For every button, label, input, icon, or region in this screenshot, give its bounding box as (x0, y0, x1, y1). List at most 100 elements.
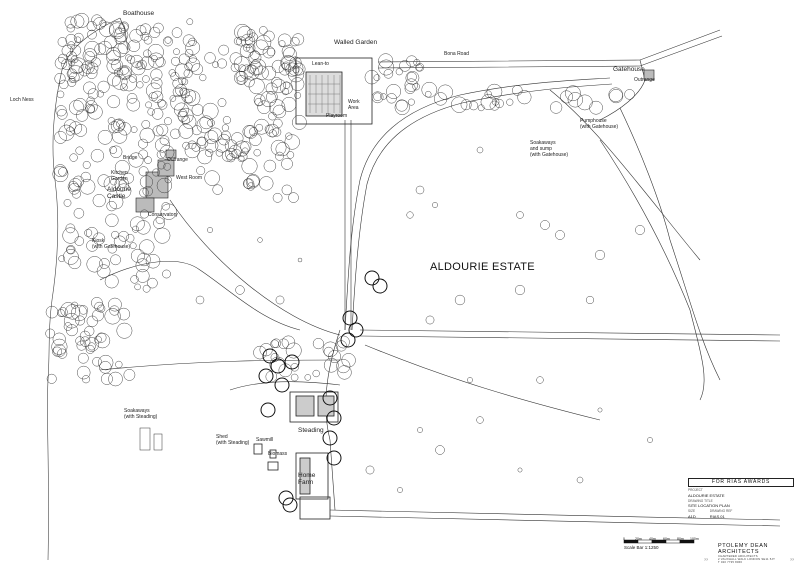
tree-canopy (68, 178, 82, 192)
tree-canopy (108, 297, 122, 312)
tree-canopy (253, 39, 269, 55)
feature-tree (340, 332, 356, 348)
tree-canopy (386, 84, 402, 99)
tree-canopy (292, 115, 307, 130)
tree-canopy (243, 44, 251, 52)
tree-canopy (142, 186, 153, 197)
tree-canopy (118, 179, 127, 188)
tree-canopy (217, 58, 227, 69)
tree-canopy (297, 257, 303, 263)
tree-canopy (250, 50, 260, 60)
tree-canopy (110, 119, 125, 133)
tree-canopy (207, 227, 213, 233)
label-walled-garden: Walled Garden (334, 39, 378, 46)
tree-canopy (66, 245, 76, 255)
label-outrange-castle: Outrange (167, 157, 188, 163)
tree-canopy (281, 184, 293, 196)
tree-canopy (180, 88, 190, 99)
tree-canopy (191, 103, 204, 116)
tree-canopy (145, 101, 152, 109)
tree-canopy (129, 242, 137, 250)
drawing-size: A1D (688, 513, 696, 519)
tree-canopy (435, 445, 445, 455)
tree-canopy (287, 66, 305, 83)
tree-canopy (85, 226, 98, 239)
tree-canopy (204, 52, 216, 64)
tree-canopy (476, 416, 484, 424)
tree-canopy (151, 108, 164, 120)
tree-canopy (82, 160, 91, 169)
tree-canopy (69, 121, 83, 135)
tree-canopy (153, 22, 164, 34)
tree-canopy (249, 133, 262, 146)
tree-canopy (74, 36, 82, 44)
tree-canopy (65, 223, 76, 234)
tree-canopy (184, 90, 201, 106)
tree-canopy (265, 123, 280, 138)
tree-canopy (517, 467, 523, 473)
tree-canopy (239, 44, 254, 58)
tree-canopy (204, 170, 220, 186)
tree-canopy (58, 167, 68, 177)
tree-canopy (84, 40, 101, 57)
tree-canopy (152, 125, 164, 137)
tree-canopy (624, 89, 635, 100)
feature-tree (364, 270, 380, 286)
tree-canopy (155, 215, 165, 225)
tree-canopy (84, 337, 100, 352)
feature-tree (342, 310, 358, 326)
tree-canopy (136, 220, 151, 235)
tree-canopy (68, 72, 80, 83)
tree-canopy (160, 203, 177, 220)
tree-canopy (107, 117, 116, 125)
tree-canopy (273, 118, 283, 129)
tree-canopy (64, 16, 77, 29)
tree-canopy (405, 71, 420, 85)
tree-canopy (107, 95, 121, 109)
tree-canopy (437, 84, 453, 100)
tree-canopy (248, 32, 258, 42)
tree-canopy (191, 142, 201, 152)
tree-canopy (162, 269, 171, 279)
tree-canopy (266, 47, 276, 57)
tree-canopy (68, 99, 85, 115)
main-drive (344, 77, 611, 331)
tree-canopy (68, 255, 82, 270)
tree-canopy (86, 62, 99, 74)
tree-canopy (85, 104, 96, 114)
tree-canopy (170, 128, 181, 139)
tree-canopy (226, 153, 236, 163)
label-loch-ness: Loch Ness (10, 97, 34, 103)
tree-canopy (68, 76, 76, 83)
tree-canopy (647, 437, 653, 443)
tree-canopy (433, 92, 448, 106)
scale-label: Scale Bar 1:1250 (624, 545, 659, 550)
tree-canopy (253, 94, 266, 106)
feature-tree (282, 497, 298, 513)
tree-canopy (188, 37, 197, 47)
tree-canopy (181, 115, 190, 125)
label-steading: Steading (298, 427, 324, 434)
tree-canopy (161, 202, 170, 211)
tree-canopy (90, 149, 105, 163)
tree-canopy (119, 21, 129, 31)
award-banner: FOR RIAS AWARDS (688, 478, 794, 487)
tree-canopy (516, 211, 524, 219)
feature-tree (274, 377, 290, 393)
tree-canopy (82, 48, 98, 63)
tree-canopy (86, 256, 103, 273)
tree-canopy (59, 79, 69, 90)
tree-canopy (378, 59, 395, 76)
tree-canopy (138, 166, 149, 177)
tree-canopy (182, 114, 197, 129)
label-boathouse: Boathouse (123, 10, 155, 17)
tree-canopy (397, 487, 403, 493)
tree-canopy (68, 59, 84, 75)
tree-canopy (236, 75, 247, 85)
tree-canopy (143, 49, 152, 58)
tree-canopy (94, 332, 111, 349)
tree-canopy (285, 342, 302, 359)
tree-canopy (87, 342, 96, 351)
tree-canopy (243, 178, 255, 190)
